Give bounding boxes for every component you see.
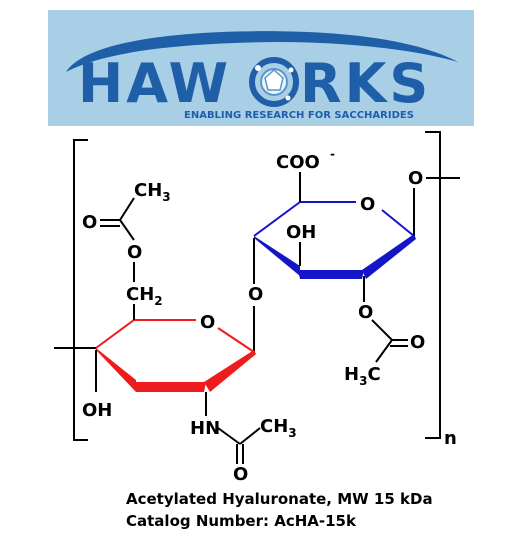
- ch3-label-top: CH3: [134, 180, 171, 204]
- bond-amide-methyl: [239, 427, 261, 445]
- left-bracket: [73, 139, 88, 441]
- glcnac-bond-o-c1: [217, 327, 255, 353]
- bond-carbonyl-methyl: [375, 339, 393, 363]
- acetylated-hyaluronate-structure: n O COO - OH O O O H3C O: [54, 131, 460, 485]
- bond-o-acetyl-c: [119, 219, 135, 241]
- glca-ring-o: O: [360, 194, 375, 215]
- ch3-label-amide: CH3: [260, 416, 297, 440]
- product-caption: Acetylated Hyaluronate, MW 15 kDa Catalo…: [126, 488, 486, 532]
- logo-name-right: RKS: [300, 52, 431, 115]
- glcnac-bond-c5-c4: [95, 319, 135, 349]
- glcnac-ring-o: O: [200, 312, 215, 333]
- logo-name-left: HAW: [78, 52, 231, 115]
- bond-acetyl-methyl: [119, 197, 135, 221]
- glca-glycosidic-o: O: [408, 168, 423, 189]
- glcnac-wedge-c4-c3: [96, 348, 136, 392]
- glca-bond-c5-c4: [253, 201, 301, 237]
- logo-swoosh-arc: [66, 31, 458, 72]
- glca-wedge-c3-c2: [298, 270, 364, 279]
- bridge-o: O: [248, 284, 263, 305]
- hn-label: HN: [190, 418, 220, 439]
- glca-wedge-c4-c3: [254, 236, 300, 276]
- glcnac-acetyl-carbonyl-o: O: [82, 212, 97, 233]
- sugar-crystal-o-icon: [249, 57, 299, 107]
- h3c-h: H: [344, 364, 359, 385]
- glca-oac-o: O: [358, 302, 373, 323]
- ch2-text: CH: [126, 284, 154, 305]
- glcnac-wedge-c2-c1: [204, 350, 256, 392]
- chemical-structure: n O COO - OH O O O H3C O: [0, 126, 523, 486]
- glcnac-oh-label: OH: [82, 400, 112, 421]
- ch3-amide-text: CH: [260, 416, 288, 437]
- bond-n-amide-c: [217, 427, 241, 445]
- glcnac-wedge-c3-c2: [134, 382, 206, 392]
- coo-charge: -: [330, 147, 335, 161]
- product-name: Acetylated Hyaluronate, MW 15 kDa: [126, 490, 433, 508]
- h3c-sub: 3: [359, 374, 367, 388]
- ch3-amide-sub: 3: [288, 426, 296, 440]
- catalog-number: Catalog Number: AcHA-15k: [126, 512, 356, 530]
- glca-wedge-c2-c1: [362, 234, 416, 279]
- ch3-top-text: CH: [134, 180, 162, 201]
- glcnac-6-o: O: [127, 242, 142, 263]
- coo-label: COO: [276, 152, 320, 173]
- bond-o-carbonyl-c: [371, 319, 393, 341]
- glca-bond-o-c1: [381, 209, 415, 237]
- repeat-n-label: n: [444, 428, 457, 449]
- ch3-top-sub: 3: [162, 190, 170, 204]
- h3c-c: C: [367, 364, 380, 385]
- right-bracket: [425, 131, 441, 439]
- haworks-logo: HAW RKS ENABLING RESEARCH FOR SACCHARIDE…: [66, 31, 458, 121]
- logo-banner: HAW RKS ENABLING RESEARCH FOR SACCHARIDE…: [48, 10, 474, 126]
- amide-carbonyl-o: O: [233, 464, 248, 485]
- h3c-label: H3C: [344, 364, 381, 388]
- glca-oh-label: OH: [286, 222, 316, 243]
- ch2-label: CH2: [126, 284, 163, 308]
- glca-carbonyl-o: O: [410, 332, 425, 353]
- logo-tagline: ENABLING RESEARCH FOR SACCHARIDES: [184, 110, 414, 121]
- ch2-sub: 2: [154, 294, 162, 308]
